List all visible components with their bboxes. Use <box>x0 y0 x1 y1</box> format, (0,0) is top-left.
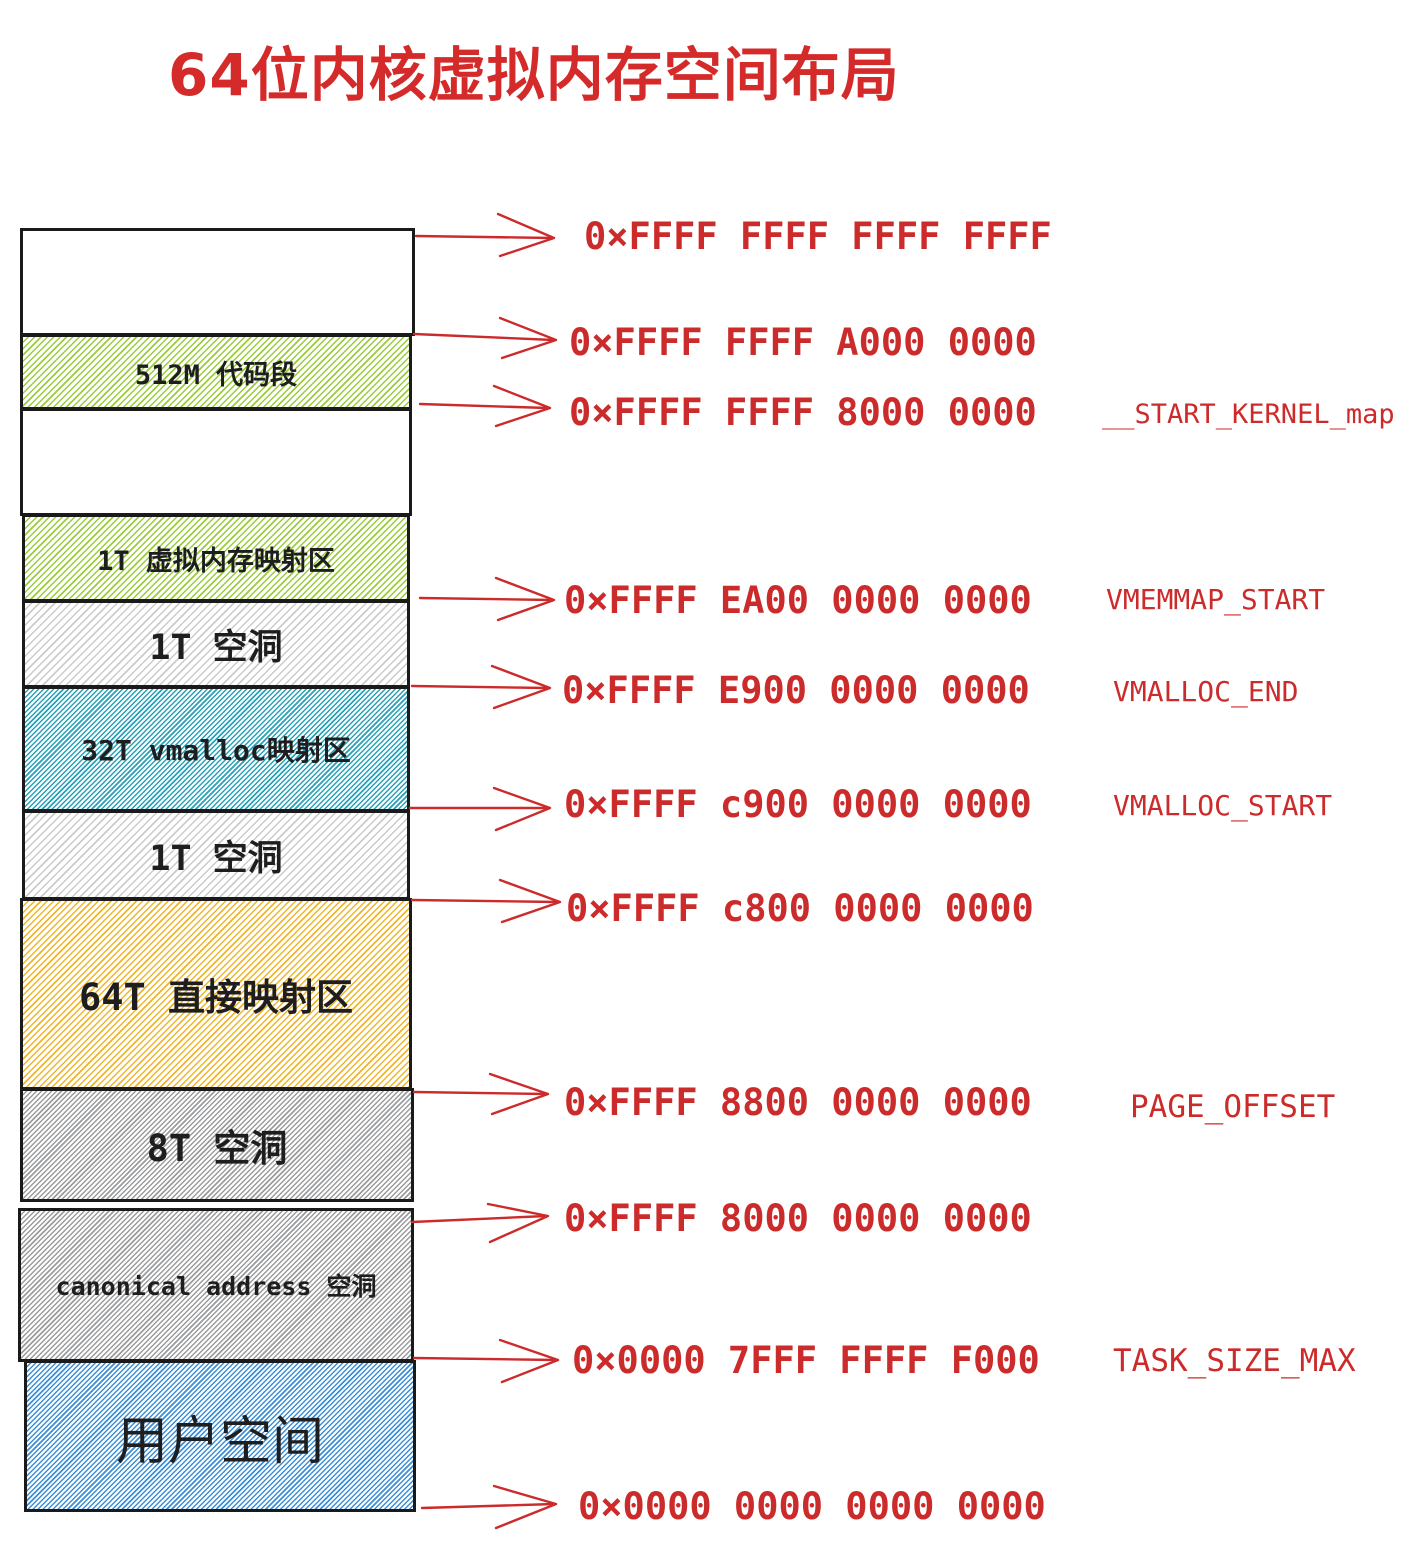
address-label: 0×0000 7FFF FFFF F000 <box>572 1339 1040 1382</box>
arrow-icon <box>410 664 552 710</box>
segment-top-unused <box>20 228 415 336</box>
segment-vmalloc: 32T vmalloc映射区 <box>22 686 410 812</box>
arrow-icon <box>420 1484 558 1530</box>
symbol-label: VMALLOC_END <box>1113 675 1299 708</box>
segment-label: 32T vmalloc映射区 <box>81 734 351 767</box>
arrow-icon <box>418 384 552 428</box>
segment-label: 1T 虚拟内存映射区 <box>97 545 335 577</box>
arrow-icon <box>412 1338 560 1384</box>
segment-label: 8T 空洞 <box>146 1127 288 1170</box>
address-label: 0×FFFF c900 0000 0000 <box>564 783 1032 826</box>
segment-label: canonical address 空洞 <box>55 1272 377 1301</box>
arrow-icon <box>412 1072 550 1116</box>
address-label: 0×FFFF E900 0000 0000 <box>562 669 1030 712</box>
symbol-label: TASK_SIZE_MAX <box>1113 1343 1356 1379</box>
address-label: 0×FFFF EA00 0000 0000 <box>564 579 1032 622</box>
segment-unused-gap <box>20 408 412 516</box>
address-label: 0×FFFF 8000 0000 0000 <box>564 1197 1032 1240</box>
arrow-icon <box>414 212 556 258</box>
address-label: 0×FFFF c800 0000 0000 <box>566 887 1034 930</box>
segment-label: 1T 空洞 <box>149 627 283 668</box>
symbol-label: VMALLOC_START <box>1113 789 1333 822</box>
address-label: 0×FFFF FFFF 8000 0000 <box>569 391 1037 434</box>
segment-hole-8t: 8T 空洞 <box>20 1088 414 1202</box>
symbol-label: PAGE_OFFSET <box>1130 1089 1336 1125</box>
arrow-icon <box>412 316 558 360</box>
symbol-label: __START_KERNEL_map <box>1102 399 1395 430</box>
segment-label: 512M 代码段 <box>134 359 298 391</box>
arrow-icon <box>410 878 562 924</box>
address-label: 0×FFFF 8800 0000 0000 <box>564 1081 1032 1124</box>
diagram-title: 64位内核虚拟内存空间布局 <box>168 41 900 109</box>
symbol-label: VMEMMAP_START <box>1106 583 1326 616</box>
address-label: 0×FFFF FFFF FFFF FFFF <box>584 215 1052 258</box>
address-label: 0×0000 0000 0000 0000 <box>578 1485 1046 1528</box>
arrow-icon <box>410 1202 550 1244</box>
segment-canonical-hole: canonical address 空洞 <box>18 1208 414 1362</box>
arrow-icon <box>418 576 556 622</box>
segment-user-space: 用户空间 <box>24 1360 416 1512</box>
address-label: 0×FFFF FFFF A000 0000 <box>569 321 1037 364</box>
arrow-icon <box>408 786 552 832</box>
segment-label: 用户空间 <box>115 1411 324 1472</box>
segment-label: 64T 直接映射区 <box>78 976 354 1019</box>
segment-label: 1T 空洞 <box>149 838 283 879</box>
